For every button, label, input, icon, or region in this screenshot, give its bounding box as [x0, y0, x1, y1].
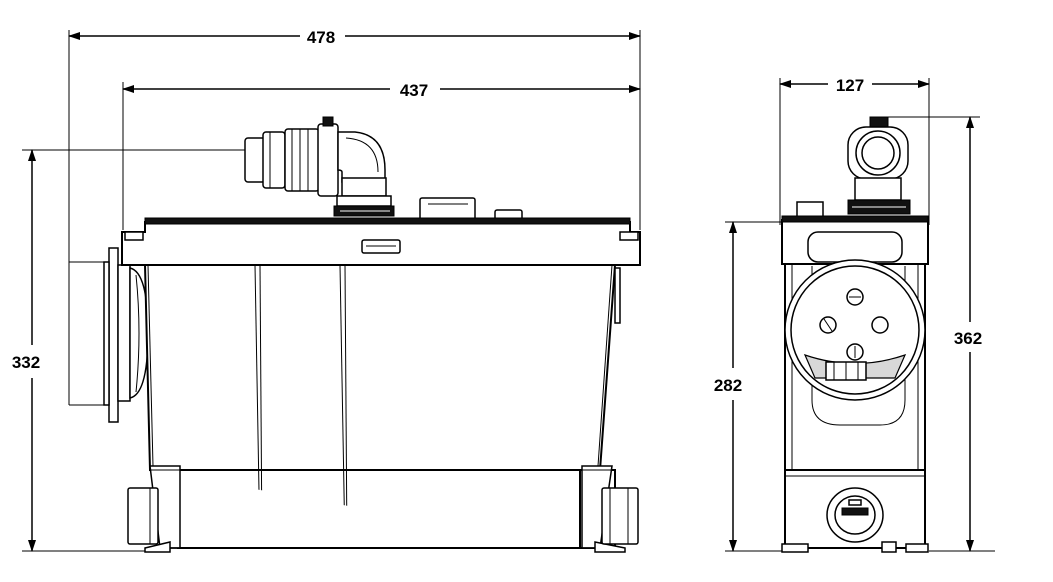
front-view: 478 437 332	[12, 28, 641, 553]
top-outlet-elbow	[244, 116, 395, 217]
side-body	[781, 215, 929, 553]
dimension-332: 332	[12, 149, 245, 552]
dimension-282: 282	[714, 221, 785, 552]
front-tank	[127, 264, 639, 553]
front-lid	[121, 217, 641, 266]
lid-top-features	[419, 197, 523, 221]
dimension-label-127: 127	[836, 76, 864, 95]
dimension-362: 362	[880, 116, 995, 552]
side-view: 127 282 362	[714, 76, 995, 553]
dimension-478: 478	[68, 28, 641, 405]
dimension-label-437: 437	[400, 81, 428, 100]
left-inlet-flange	[69, 247, 149, 423]
dimension-label-478: 478	[307, 28, 335, 47]
dimension-127: 127	[779, 76, 930, 225]
dimension-437: 437	[122, 81, 641, 230]
side-outlet	[796, 116, 911, 219]
dimension-label-332: 332	[12, 353, 40, 372]
dimension-label-362: 362	[954, 329, 982, 348]
dimension-label-282: 282	[714, 376, 742, 395]
